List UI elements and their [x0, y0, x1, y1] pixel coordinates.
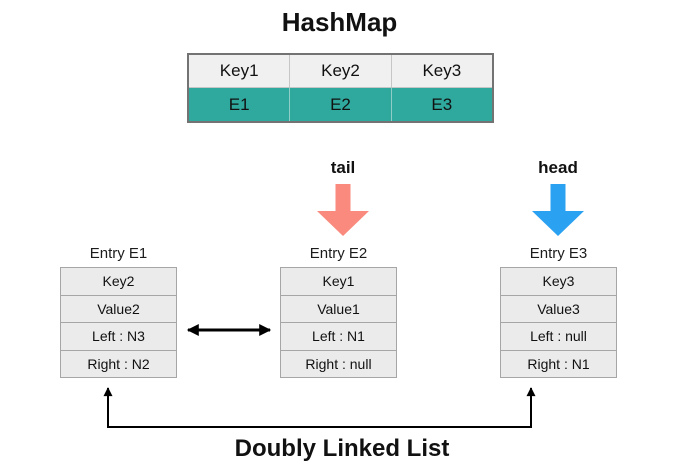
entry-row-right: Right : N1	[527, 355, 590, 372]
hashmap-key-cell: Key3	[391, 55, 492, 87]
hashmap-key-cell: Key2	[290, 55, 392, 87]
entry-row-key: Key1	[281, 268, 396, 296]
bottom-connector-icon	[103, 387, 536, 428]
tail-arrow-icon	[317, 184, 369, 236]
hashmap-key-row: Key1 Key2 Key3	[189, 55, 492, 87]
hashmap-table: Key1 Key2 Key3 E1 E2 E3	[187, 53, 494, 123]
entry-title-e2: Entry E2	[309, 245, 368, 262]
entry-row-value: Value1	[281, 296, 396, 323]
entry-box-e2: Key1 Value1 Left : N1 Right : null	[280, 267, 397, 378]
hashmap-entry-row: E1 E2 E3	[189, 87, 492, 121]
entry-box-e1: Key2 Value2 Left : N3 Right : N2	[60, 267, 177, 378]
head-label: head	[538, 158, 578, 177]
diagram-caption: Doubly Linked List	[234, 435, 450, 462]
hashmap-entry-cell: E2	[290, 87, 392, 121]
entry-row-left: Left : N1	[281, 323, 396, 351]
entry-box-e3: Key3 Value3 Left : null Right : N1	[500, 267, 617, 378]
entry-row-key: Key2	[61, 268, 176, 296]
entry-row-value: Value2	[61, 296, 176, 323]
entry-title-e1: Entry E1	[89, 245, 148, 262]
entry-row-right: Right : null	[305, 355, 372, 372]
entry-row-value: Value3	[501, 296, 616, 323]
hashmap-entry-cell: E3	[391, 87, 492, 121]
entry-row-left: Left : N3	[61, 323, 176, 351]
head-arrow-icon	[532, 184, 584, 236]
entry-row-right: Right : N2	[87, 355, 150, 372]
entry-title-e3: Entry E3	[529, 245, 588, 262]
tail-label: tail	[330, 158, 356, 177]
hashmap-entry-cell: E1	[189, 87, 291, 121]
entry-row-left: Left : null	[501, 323, 616, 351]
page-title: HashMap	[281, 7, 398, 37]
entry-row-key: Key3	[501, 268, 616, 296]
hashmap-key-cell: Key1	[189, 55, 291, 87]
